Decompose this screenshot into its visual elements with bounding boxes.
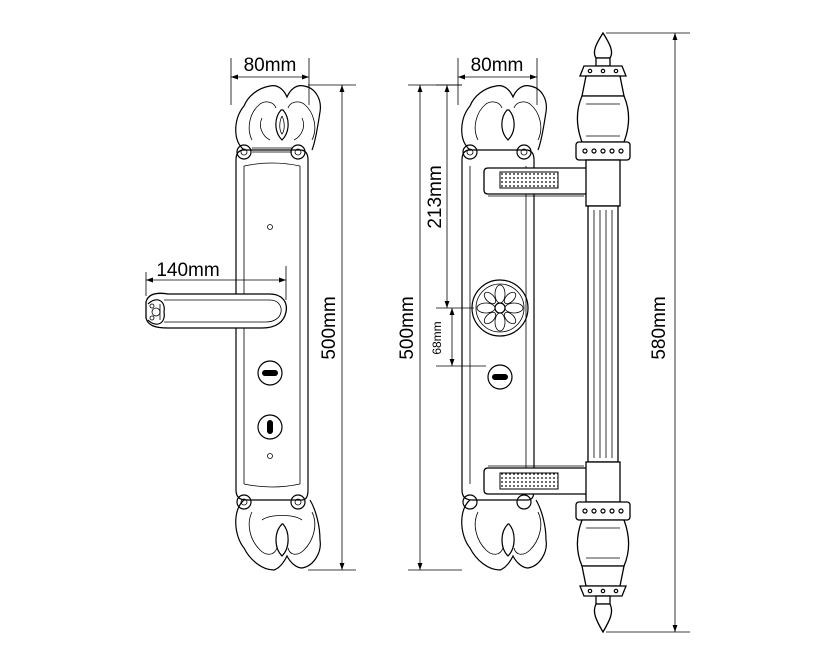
right-upper-distance-label: 213mm [425,165,446,228]
right-lower-distance-label: 68mm [430,321,444,354]
left-width-label: 80mm [244,55,297,76]
right-height-label: 500mm [397,296,418,359]
right-rosette-ornament [471,279,529,337]
right-plate-top-ornament [461,85,547,160]
right-upper-distance-dimension: 213mm [425,84,474,309]
right-width-dimension: 80mm [457,55,538,105]
left-plate-bottom-ornament [235,494,321,571]
left-thumbturn [257,360,283,386]
left-lever-plate [235,85,321,571]
right-plate-bottom-ornament [461,494,547,571]
right-pull-plate [461,85,547,571]
left-lever-length-label: 140mm [156,260,219,281]
left-plate-top-ornament [235,85,321,160]
right-height-dimension: 500mm [397,84,462,571]
pull-handle-bar [575,31,631,634]
left-plate-body [235,149,309,501]
pull-handle-top-bracket [483,167,599,197]
pull-handle-length-label: 580mm [649,296,670,359]
left-height-label: 500mm [319,296,340,359]
right-lower-distance-dimension: 68mm [430,308,486,367]
left-keyhole [257,414,283,440]
right-width-label: 80mm [471,55,524,76]
right-plate-body [461,149,535,501]
left-width-dimension: 80mm [230,55,310,105]
left-lever-dimension: 140mm [145,260,287,300]
right-thumbturn [487,364,513,390]
pull-handle-length-dimension: 580mm [606,32,690,633]
left-height-dimension: 500mm [308,84,356,571]
pull-handle-bottom-bracket [483,465,599,495]
left-lever-handle [145,292,288,329]
